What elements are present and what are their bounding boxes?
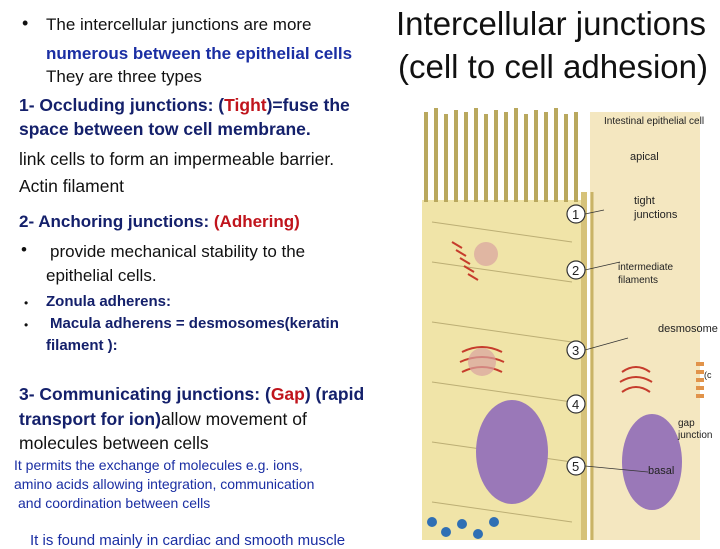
communicating-desc-1: It permits the exchange of molecules e.g… bbox=[14, 457, 303, 473]
zonula-adherens: Zonula adherens: bbox=[46, 293, 172, 310]
communicating-line-3: molecules between cells bbox=[19, 433, 209, 453]
basal-vesicles bbox=[427, 517, 499, 539]
occluding-line-3: link cells to form an impermeable barrie… bbox=[19, 149, 335, 169]
figure-title: Intestinal epithelial cell bbox=[604, 116, 704, 127]
gap-junction-marks bbox=[696, 362, 704, 398]
label-tight: tight bbox=[634, 195, 655, 207]
label-filaments: filaments bbox=[618, 275, 658, 286]
microvilli bbox=[424, 108, 578, 202]
epithelial-cell-diagram: 1 2 3 4 5 Intestinal epithelial cell api… bbox=[422, 108, 718, 540]
communicating-heading-gap: Gap bbox=[270, 384, 305, 404]
title-line-2: (cell to cell adhesion) bbox=[398, 48, 708, 85]
occluding-line-2: space between tow cell membrane. bbox=[19, 119, 311, 139]
communicating-line-2-rest: allow movement of bbox=[160, 409, 307, 429]
communicating-line-2: transport for ion)allow movement of bbox=[19, 409, 307, 430]
label-junctions: junctions bbox=[633, 209, 678, 221]
occluding-heading-prefix: 1- Occluding junctions: ( bbox=[19, 95, 225, 115]
label-desmosome: desmosome bbox=[658, 323, 718, 335]
marker-5: 5 bbox=[572, 459, 579, 474]
junction-blob-2 bbox=[468, 348, 496, 376]
label-apical: apical bbox=[630, 151, 659, 163]
marker-3: 3 bbox=[572, 343, 579, 358]
right-nucleus bbox=[622, 414, 682, 510]
left-nucleus bbox=[476, 400, 548, 504]
junction-blob-1 bbox=[474, 242, 498, 266]
anchoring-bullet-line-1: provide mechanical stability to the bbox=[50, 242, 306, 261]
anchoring-heading-prefix: 2- Anchoring junctions: bbox=[19, 212, 214, 231]
communicating-heading: 3- Communicating junctions: (Gap) (rapid bbox=[19, 384, 364, 405]
occluding-heading-suffix: )=fuse the bbox=[266, 95, 350, 115]
macula-line-2: filament ): bbox=[46, 337, 118, 354]
intro-line-3: They are three types bbox=[46, 67, 202, 86]
label-lines bbox=[584, 209, 649, 473]
label-junction: junction bbox=[677, 430, 712, 441]
label-intermediate: intermediate bbox=[618, 262, 673, 273]
communicating-desc-2: amino acids allowing integration, commun… bbox=[14, 476, 315, 492]
communicating-heading-prefix: 3- Communicating junctions: ( bbox=[19, 384, 271, 404]
marker-4: 4 bbox=[572, 397, 579, 412]
cytoskeleton-lines bbox=[431, 221, 573, 523]
marker-2: 2 bbox=[572, 263, 579, 278]
anchoring-heading-adhering: (Adhering) bbox=[213, 212, 300, 231]
zonula-bullet-icon: • bbox=[24, 296, 29, 310]
communicating-cut-line: It is found mainly in cardiac and smooth… bbox=[30, 532, 346, 549]
label-basal: basal bbox=[648, 465, 674, 477]
marker-1: 1 bbox=[572, 207, 579, 222]
macula-bullet-icon: • bbox=[24, 318, 29, 332]
number-markers bbox=[566, 204, 586, 476]
anchoring-heading: 2- Anchoring junctions: (Adhering) bbox=[19, 212, 300, 232]
macula-line-1: Macula adherens = desmosomes(keratin bbox=[50, 315, 339, 332]
communicating-heading-suffix: ) (rapid bbox=[304, 384, 365, 404]
title-line-1: Intercellular junctions bbox=[396, 5, 706, 42]
anchoring-bullet-line-2: epithelial cells. bbox=[46, 266, 157, 285]
label-gap: gap bbox=[678, 418, 695, 429]
intro-bullet-icon: • bbox=[22, 13, 29, 33]
communicating-line-2-bold: transport for ion) bbox=[19, 409, 161, 429]
communicating-desc-3: and coordination between cells bbox=[18, 495, 211, 511]
occluding-line-4: Actin filament bbox=[19, 176, 125, 196]
label-c: (c bbox=[704, 370, 712, 380]
occluding-heading: 1- Occluding junctions: (Tight)=fuse the bbox=[19, 95, 350, 116]
intro-line-2: numerous between the epithelial cells bbox=[46, 44, 353, 63]
anchoring-bullet-icon: • bbox=[21, 240, 27, 259]
intro-line-1: The intercellular junctions are more bbox=[46, 15, 312, 34]
occluding-heading-tight: Tight bbox=[224, 95, 267, 115]
